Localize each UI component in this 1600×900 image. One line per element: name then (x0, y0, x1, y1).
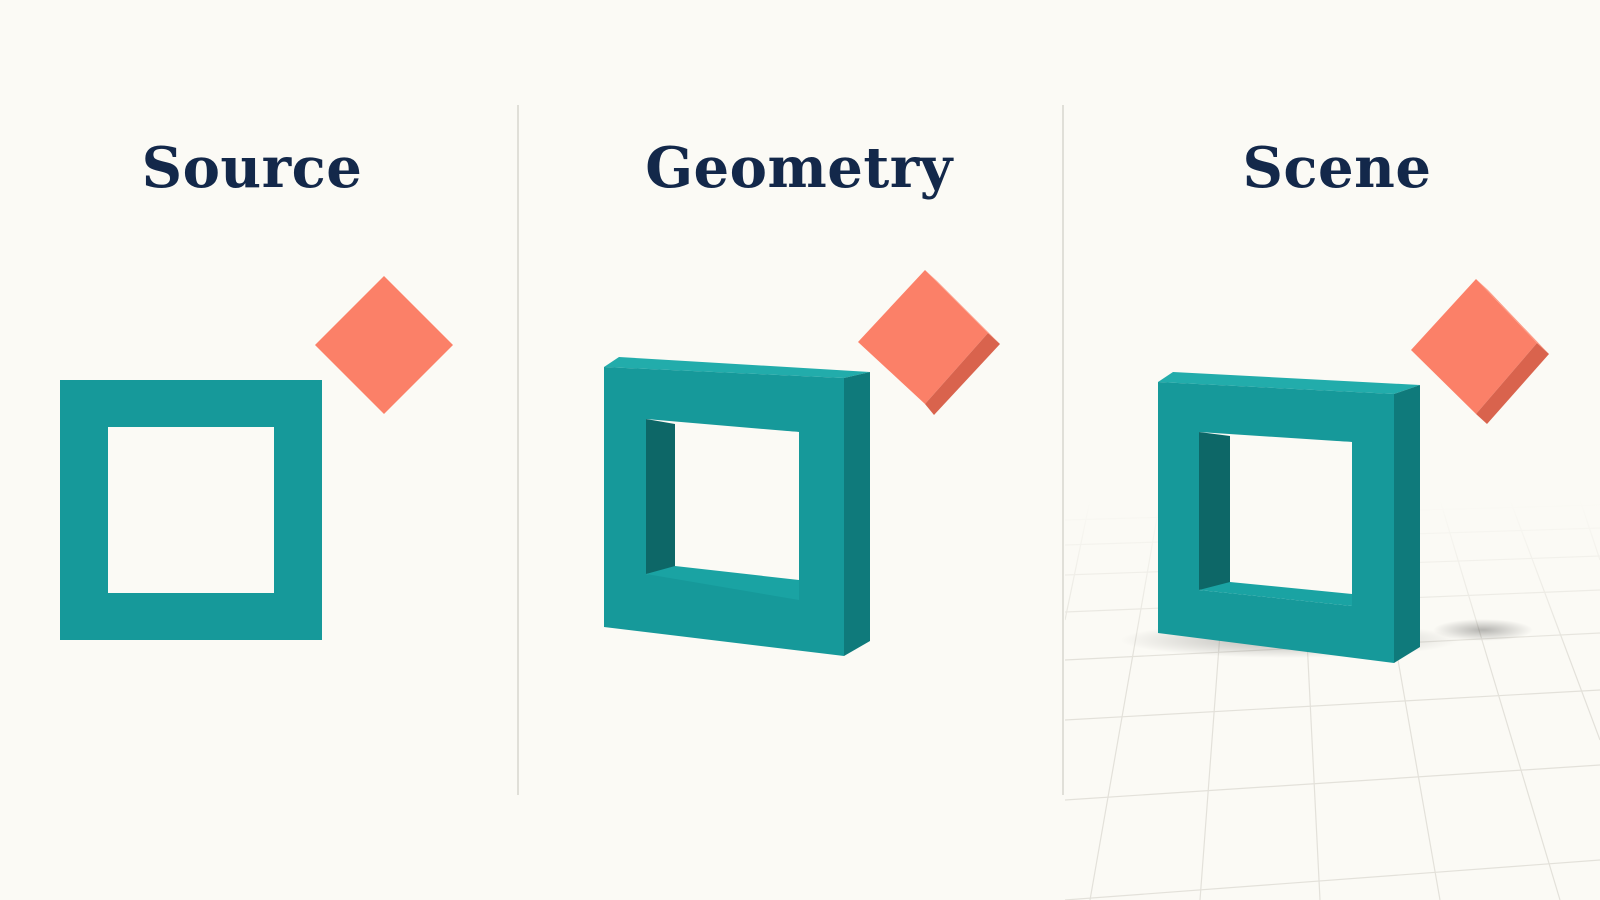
panel-title-scene: Scene (1242, 135, 1432, 201)
source-panel (60, 276, 453, 640)
square-frame-icon (60, 380, 322, 640)
diamond-shadow (1433, 619, 1533, 641)
diamond-icon (315, 276, 453, 414)
square-frame-icon (604, 357, 870, 656)
square-frame-icon (1158, 372, 1420, 663)
panel-title-source: Source (141, 135, 363, 201)
panel-title-geometry: Geometry (645, 135, 953, 201)
scene-panel (1065, 279, 1600, 900)
diamond-icon (858, 270, 1000, 415)
geometry-panel (604, 270, 1000, 656)
diamond-icon (1411, 279, 1549, 424)
